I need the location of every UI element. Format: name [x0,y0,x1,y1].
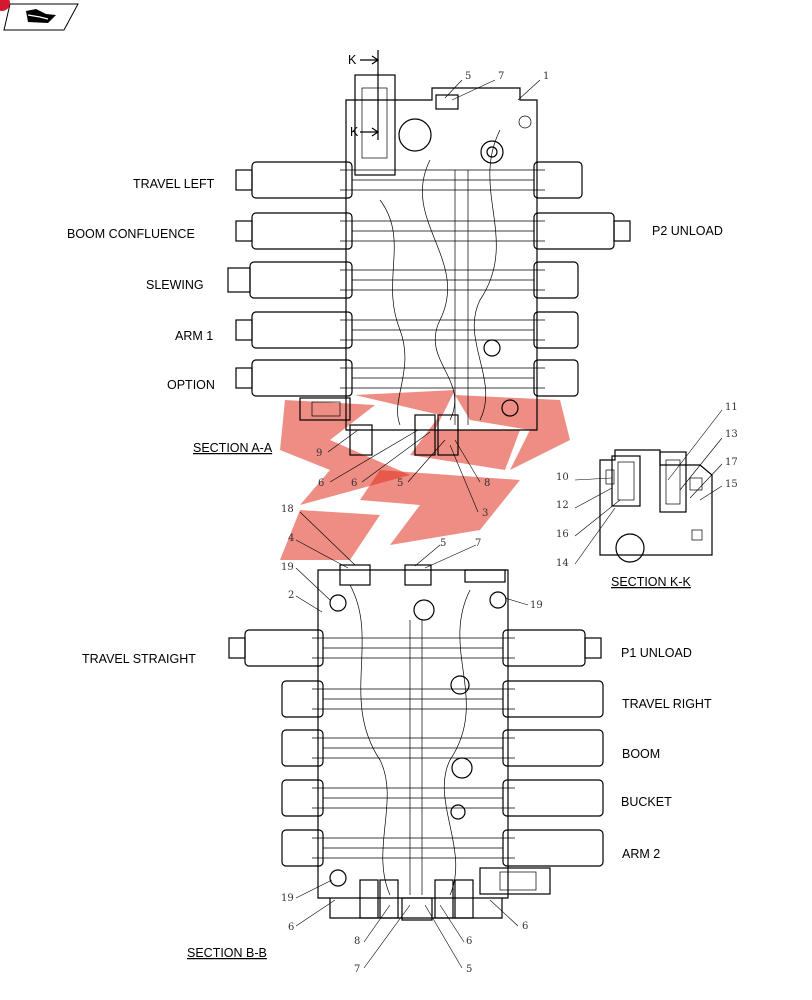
part-number: 7 [354,964,360,975]
spool-travel-right [281,680,604,718]
title-section-bb: SECTION B-B [187,946,267,960]
part-number: 8 [484,478,490,489]
label-p1-unload: P1 UNLOAD [621,646,692,660]
part-number: 6 [318,478,324,489]
part-number: 5 [397,478,403,489]
watermark-logo [280,390,570,560]
part-number: 6 [288,922,294,933]
spool-travel-straight [228,629,602,667]
label-travel-left: TRAVEL LEFT [133,177,215,191]
title-section-kk: SECTION K-K [611,575,692,589]
part-number: 4 [288,533,294,544]
label-arm1: ARM 1 [175,329,213,343]
part-number: 19 [281,893,294,904]
notification-badge[interactable] [0,0,10,11]
cut-marker-label-lower: K [350,125,359,139]
label-boom: BOOM [622,747,660,761]
cut-marker-label: K [348,53,357,67]
spool-boom-confluence [235,212,631,250]
part-number: 5 [440,538,446,549]
valve-block-b [317,564,551,921]
label-bucket: BUCKET [621,795,672,809]
part-number: 17 [725,457,738,468]
part-number: 19 [281,562,294,573]
part-number: 11 [725,402,738,413]
part-number: 16 [556,529,569,540]
part-number: 10 [556,472,569,483]
part-number: 6 [351,478,357,489]
label-option: OPTION [167,378,215,392]
part-number: 3 [482,508,488,519]
part-number: 13 [725,429,738,440]
part-number: 7 [475,538,481,549]
label-travel-right: TRAVEL RIGHT [622,697,712,711]
part-number: 6 [466,936,472,947]
part-number: 5 [465,71,471,82]
book-icon[interactable] [3,3,79,31]
cut-marker-k: K K [348,50,380,140]
label-p2-unload: P2 UNLOAD [652,224,723,238]
part-number: 7 [498,71,504,82]
spool-bucket [281,779,604,817]
spools-a [227,161,631,397]
part-number: 14 [556,558,569,569]
leaders-a [327,79,541,513]
part-number: 12 [556,500,569,511]
spool-travel-left [235,161,583,199]
label-boom-confluence: BOOM CONFLUENCE [67,227,195,241]
spool-arm2 [281,829,604,867]
part-number: 2 [288,590,294,601]
leaders-kk [574,409,723,565]
part-number: 1 [543,71,549,82]
part-number: 9 [316,448,322,459]
leaders-b [295,511,529,969]
part-number: 8 [354,936,360,947]
title-section-aa: SECTION A-A [193,441,273,455]
part-number: 5 [466,964,472,975]
valve-block-kk [599,449,713,563]
part-number: 6 [522,921,528,932]
spool-boom [281,729,604,767]
spools-b [228,629,604,867]
spool-option [235,359,579,397]
label-slewing: SLEWING [146,278,204,292]
spool-slewing [227,261,579,299]
spool-arm1 [235,311,579,349]
label-travel-straight: TRAVEL STRAIGHT [82,652,196,666]
part-number: 15 [725,479,738,490]
part-number: 19 [530,600,543,611]
label-arm2: ARM 2 [622,847,660,861]
part-number: 18 [281,504,294,515]
